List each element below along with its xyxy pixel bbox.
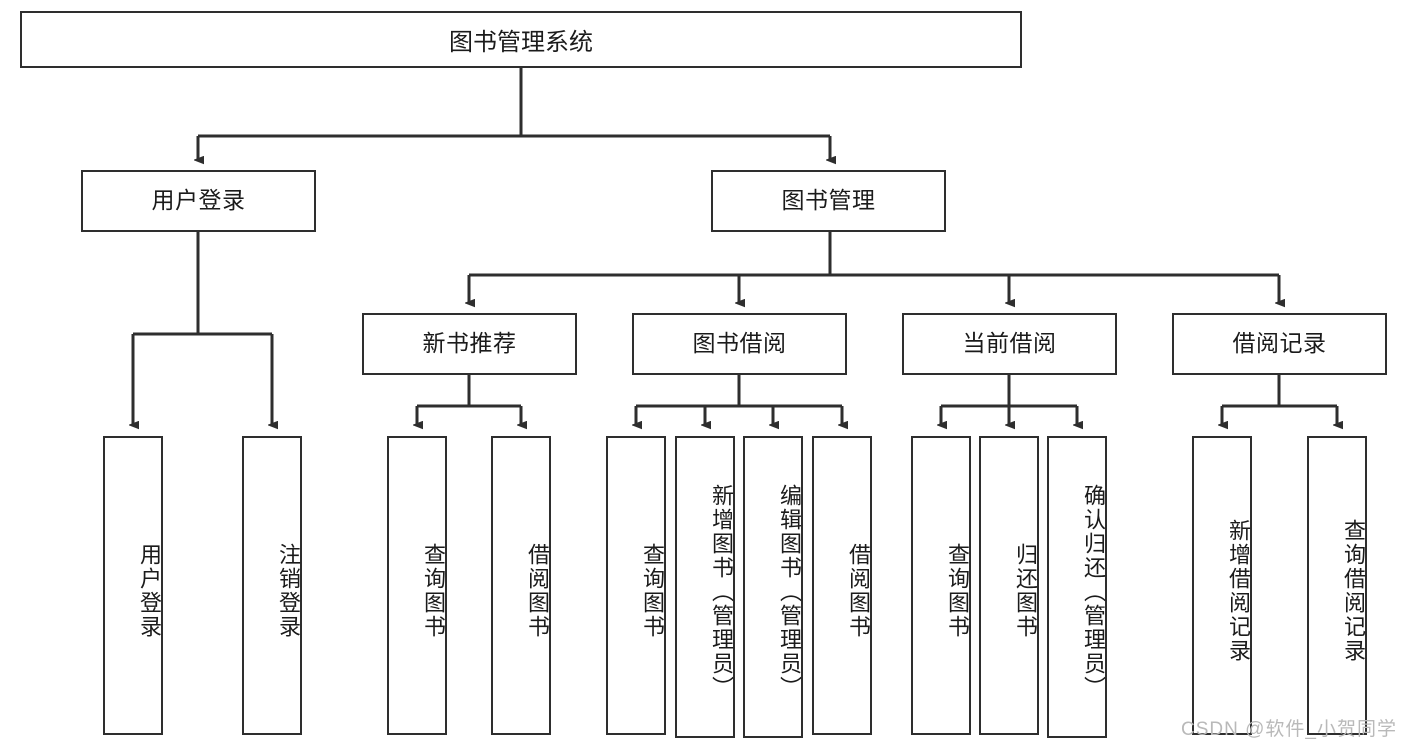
node-label: 新增借阅记录 xyxy=(1226,518,1251,663)
node-label: 当前借阅 xyxy=(962,330,1057,357)
leaf-user-login[interactable]: 用户登录 xyxy=(103,436,163,735)
node-label: 查询图书 xyxy=(945,542,970,639)
node-label: 用户登录 xyxy=(137,542,162,639)
leaf-add-borrow-record[interactable]: 新增借阅记录 xyxy=(1192,436,1252,735)
node-label: 借阅图书 xyxy=(846,542,871,639)
node-label: 归还图书 xyxy=(1013,542,1038,639)
node-borrow-record[interactable]: 借阅记录 xyxy=(1172,313,1387,375)
node-label: 编辑图书（管理员） xyxy=(777,484,802,700)
node-label: 借阅图书 xyxy=(525,542,550,639)
node-book-management[interactable]: 图书管理 xyxy=(711,170,946,232)
node-label: 确认归还（管理员） xyxy=(1081,484,1106,700)
leaf-borrow-book[interactable]: 借阅图书 xyxy=(812,436,872,735)
leaf-borrow-book-recommend[interactable]: 借阅图书 xyxy=(491,436,551,735)
leaf-return-book[interactable]: 归还图书 xyxy=(979,436,1039,735)
node-label: 图书管理 xyxy=(781,187,876,214)
node-label: 新增图书（管理员） xyxy=(709,484,734,700)
leaf-query-book-current[interactable]: 查询图书 xyxy=(911,436,971,735)
leaf-add-book-admin[interactable]: 新增图书（管理员） xyxy=(675,436,735,738)
leaf-query-borrow-record[interactable]: 查询借阅记录 xyxy=(1307,436,1367,735)
node-label: 用户登录 xyxy=(151,187,246,214)
leaf-edit-book-admin[interactable]: 编辑图书（管理员） xyxy=(743,436,803,738)
node-label: 查询图书 xyxy=(421,542,446,639)
node-label: 借阅记录 xyxy=(1232,330,1327,357)
node-user-login[interactable]: 用户登录 xyxy=(81,170,316,232)
leaf-query-book-recommend[interactable]: 查询图书 xyxy=(387,436,447,735)
node-label: 新书推荐 xyxy=(422,330,517,357)
leaf-confirm-return-admin[interactable]: 确认归还（管理员） xyxy=(1047,436,1107,738)
node-label: 注销登录 xyxy=(276,542,301,639)
watermark: CSDN @软件_小贺同学 xyxy=(1181,719,1397,740)
node-label: 图书借阅 xyxy=(692,330,787,357)
node-book-borrow[interactable]: 图书借阅 xyxy=(632,313,847,375)
node-label: 图书管理系统 xyxy=(449,29,593,56)
leaf-query-book-borrow[interactable]: 查询图书 xyxy=(606,436,666,735)
node-new-book-recommend[interactable]: 新书推荐 xyxy=(362,313,577,375)
leaf-logout[interactable]: 注销登录 xyxy=(242,436,302,735)
node-root-system[interactable]: 图书管理系统 xyxy=(20,11,1022,68)
node-current-borrow[interactable]: 当前借阅 xyxy=(902,313,1117,375)
node-label: 查询图书 xyxy=(640,542,665,639)
node-label: 查询借阅记录 xyxy=(1341,518,1366,663)
